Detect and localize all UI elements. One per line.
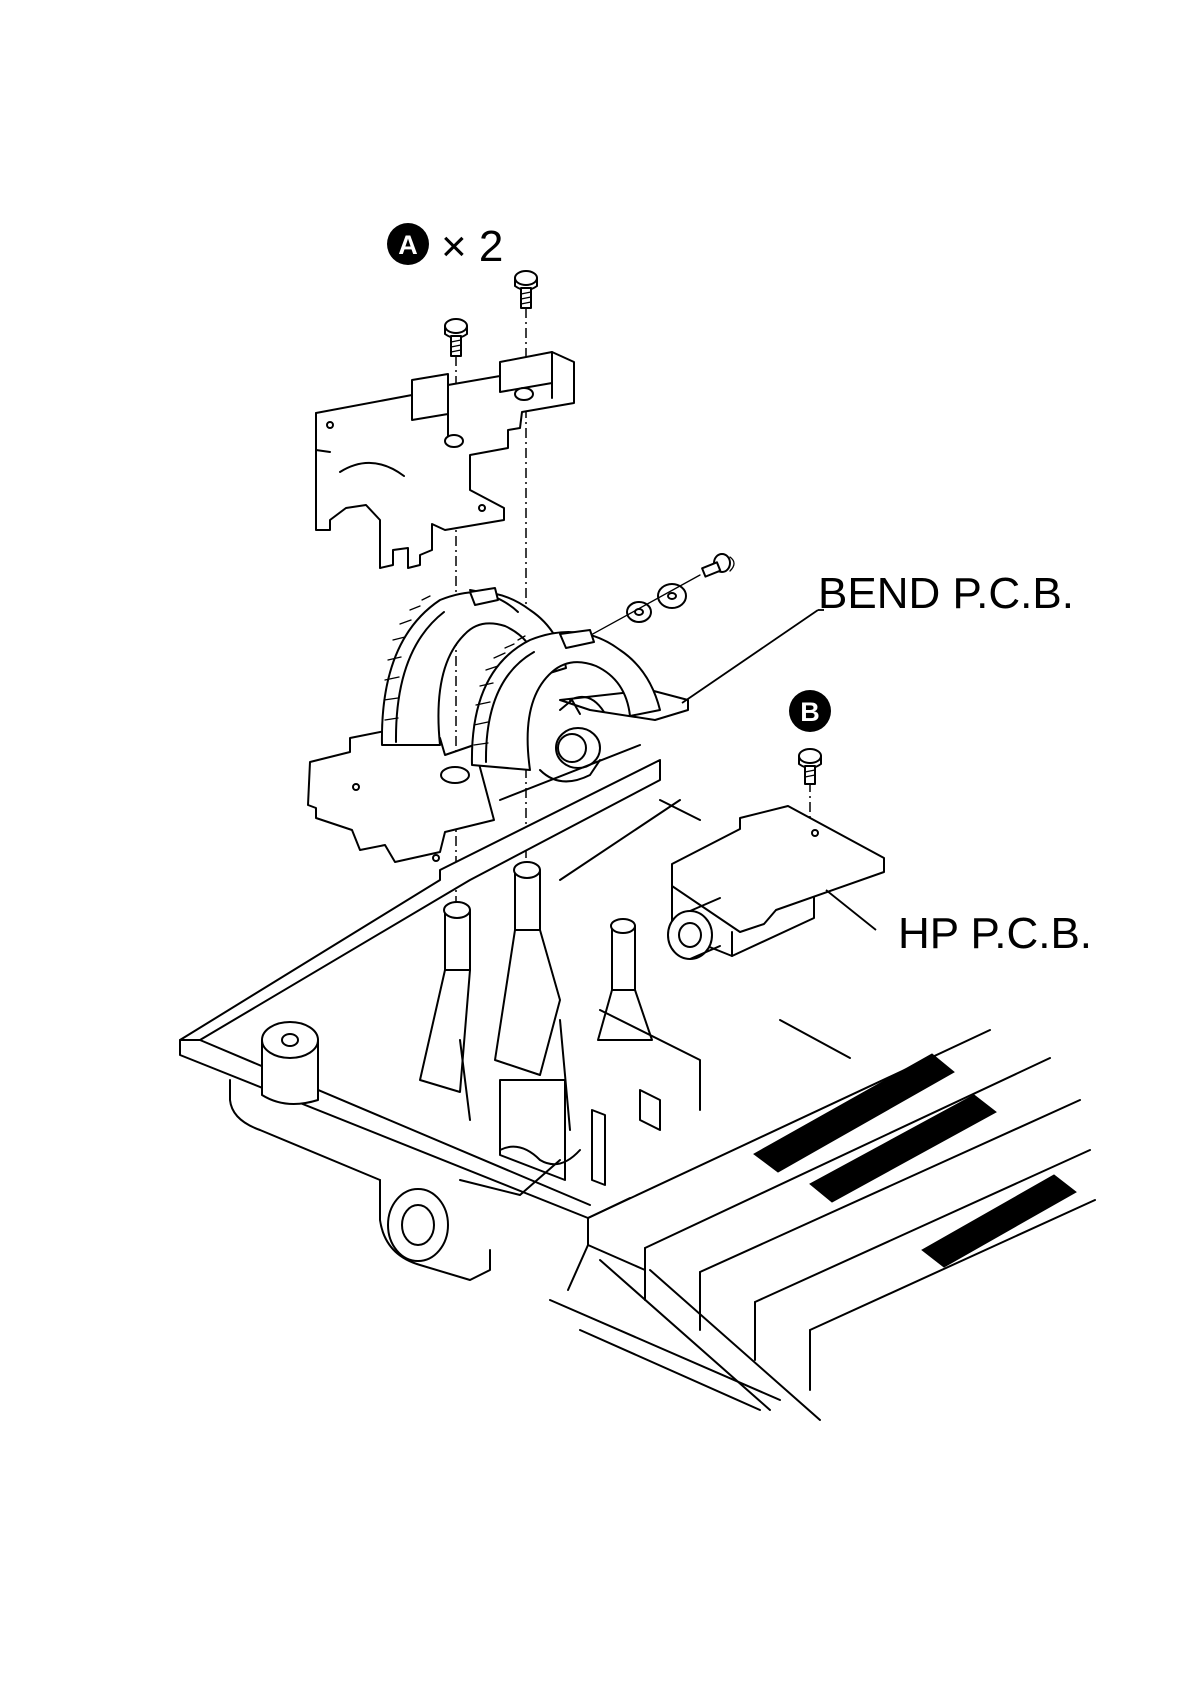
leader-bend-pcb <box>682 610 818 703</box>
screw-a-left <box>445 319 467 356</box>
black-key-1 <box>754 1054 954 1172</box>
callout-b: B <box>789 690 831 732</box>
keyboard-keys <box>550 1020 1095 1420</box>
label-hp-pcb: HP P.C.B. <box>898 909 1092 958</box>
screw-a-right <box>515 271 537 308</box>
bend-axis-line <box>580 575 700 641</box>
hp-pcb <box>668 806 884 959</box>
screw-b <box>799 749 821 784</box>
label-bend-pcb: BEND P.C.B. <box>818 569 1074 618</box>
label-hp-pcb-group: HP P.C.B. <box>826 890 1092 958</box>
callout-a-letter: A <box>398 230 418 260</box>
callout-b-letter: B <box>800 697 820 727</box>
label-bend-pcb-group: BEND P.C.B. <box>682 569 1074 703</box>
bend-hub <box>540 700 600 781</box>
washer-inner <box>627 602 651 622</box>
callout-a-quantity: × 2 <box>441 222 503 271</box>
bend-side-screw <box>702 554 734 577</box>
callout-a: A × 2 <box>387 222 503 271</box>
black-key-3 <box>922 1175 1076 1267</box>
leader-hp-pcb <box>826 890 876 930</box>
bend-bracket <box>316 352 574 568</box>
